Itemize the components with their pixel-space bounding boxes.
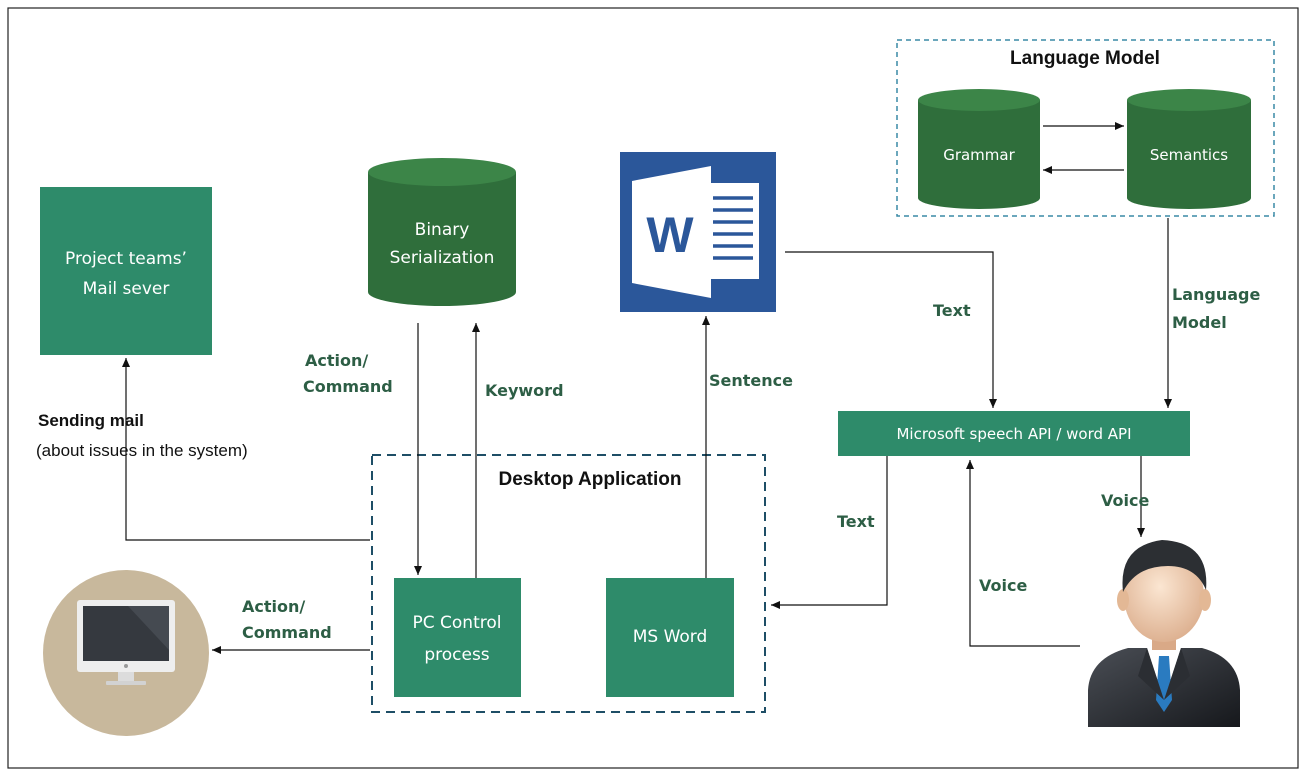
action-command-top-line2: Command (303, 377, 393, 396)
desktop-application-group: Desktop Application PC Control process M… (371, 454, 766, 713)
action-command-bottom-line2: Command (242, 623, 332, 642)
monitor-icon (43, 570, 209, 736)
pc-control-line1: PC Control (413, 613, 502, 633)
grammar-database: Grammar (918, 89, 1040, 209)
mail-server-line1: Project teams’ (65, 249, 187, 269)
sending-mail-title: Sending mail (38, 411, 144, 430)
mail-server-line2: Mail sever (83, 279, 170, 299)
ms-word-box: MS Word (606, 578, 734, 697)
diagram-frame (7, 7, 1299, 769)
word-logo-letter: W (646, 207, 694, 263)
speech-api-to-desktop-arrow (771, 456, 888, 609)
ms-word-label: MS Word (633, 627, 708, 647)
binary-serialization-line2: Serialization (390, 248, 495, 268)
language-model-label-line1: Language (1172, 285, 1260, 304)
semantics-label: Semantics (1150, 146, 1228, 164)
sending-mail-subtitle: (about issues in the system) (36, 441, 248, 460)
language-model-label-line2: Model (1172, 313, 1227, 332)
pc-control-line2: process (424, 645, 489, 665)
semantics-database: Semantics (1127, 89, 1251, 209)
language-model-group: Language Model Grammar Semantics (896, 39, 1275, 217)
desktop-application-title: Desktop Application (499, 469, 682, 490)
voice-down-label: Voice (1101, 491, 1149, 510)
language-model-title: Language Model (1010, 48, 1160, 69)
user-icon (1088, 540, 1240, 727)
text-bottom-label: Text (837, 512, 875, 531)
pc-control-box: PC Control process (394, 578, 521, 697)
binary-serialization-line1: Binary (415, 220, 470, 240)
word-to-speech-api-arrow (785, 251, 997, 408)
action-command-top-line1: Action/ (305, 351, 368, 370)
binary-serialization-database: Binary Serialization (368, 158, 516, 306)
desktop-to-mail-server-arrow (122, 358, 370, 541)
speech-api-box: Microsoft speech API / word API (838, 411, 1190, 456)
voice-up-label: Voice (979, 576, 1027, 595)
language-model-boundary (896, 39, 1275, 217)
user-to-speech-api-arrow (966, 460, 1080, 647)
mail-server-box: Project teams’ Mail sever (40, 187, 212, 355)
grammar-label: Grammar (943, 146, 1015, 164)
action-command-bottom-line1: Action/ (242, 597, 305, 616)
text-top-label: Text (933, 301, 971, 320)
keyword-label: Keyword (485, 381, 564, 400)
sentence-label: Sentence (709, 371, 793, 390)
word-logo-icon: W (620, 152, 776, 312)
speech-api-label: Microsoft speech API / word API (896, 425, 1131, 443)
desktop-application-boundary (371, 454, 766, 713)
